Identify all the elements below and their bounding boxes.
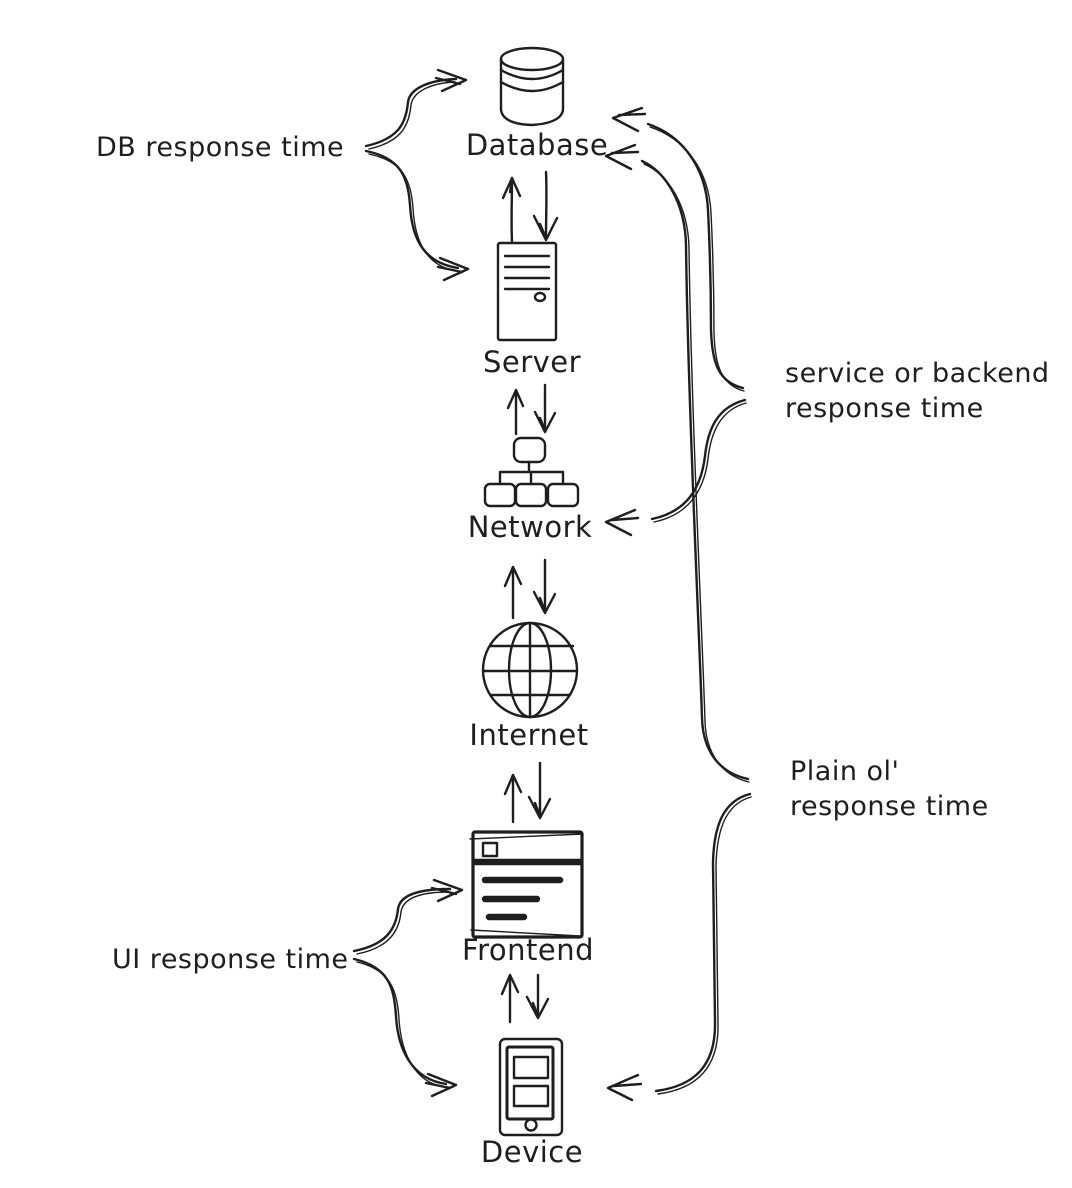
network-tree-icon [483, 436, 580, 508]
plain-ol-label-line2: response time [790, 791, 989, 822]
db-response-fork-arrows [364, 68, 470, 282]
node-device: Device [481, 1037, 583, 1169]
arrows-network-internet [503, 558, 557, 620]
arrowhead-to-device [424, 1072, 458, 1098]
arrowhead-to-frontend [430, 878, 464, 903]
node-server: Server [483, 241, 581, 379]
node-database: Database [466, 46, 608, 162]
device-label: Device [481, 1135, 583, 1169]
arrowhead-to-database [604, 143, 640, 171]
arrows-frontend-device [500, 973, 550, 1024]
annotation-service-backend-response-time: service or backend response time [604, 106, 1050, 537]
network-label: Network [468, 510, 593, 544]
annotation-plain-ol-response-time: Plain ol' response time [604, 143, 989, 1102]
service-backend-label-line1: service or backend [785, 358, 1050, 389]
server-tower-icon [496, 241, 558, 342]
annotation-ui-response-time: UI response time [112, 878, 464, 1098]
db-response-time-label: DB response time [96, 132, 344, 163]
arrowhead-to-database [434, 68, 468, 93]
arrowhead-to-network [604, 508, 640, 537]
ui-response-time-label: UI response time [112, 944, 349, 975]
annotation-db-response-time: DB response time [96, 68, 470, 282]
node-network: Network [468, 436, 593, 544]
plain-ol-curves [604, 143, 752, 1102]
node-frontend: Frontend [462, 830, 594, 967]
service-backend-curves [604, 106, 747, 537]
frontend-label: Frontend [462, 933, 594, 967]
arrowhead-to-database [611, 106, 647, 133]
globe-icon [481, 621, 579, 719]
server-label: Server [483, 345, 581, 379]
arrows-internet-frontend [503, 761, 552, 824]
arrows-server-network [506, 383, 557, 436]
plain-ol-label-line1: Plain ol' [790, 756, 899, 787]
arrows-database-server [501, 170, 559, 244]
arrowhead-to-device [606, 1073, 643, 1102]
browser-window-icon [469, 830, 584, 939]
database-label: Database [466, 128, 608, 162]
mobile-phone-icon [498, 1037, 564, 1137]
internet-label: Internet [469, 718, 588, 752]
node-internet: Internet [469, 621, 588, 752]
service-backend-label-line2: response time [785, 393, 984, 424]
database-cylinder-icon [499, 46, 565, 127]
arrowhead-to-server [436, 256, 470, 282]
ui-response-fork-arrows [352, 878, 464, 1098]
